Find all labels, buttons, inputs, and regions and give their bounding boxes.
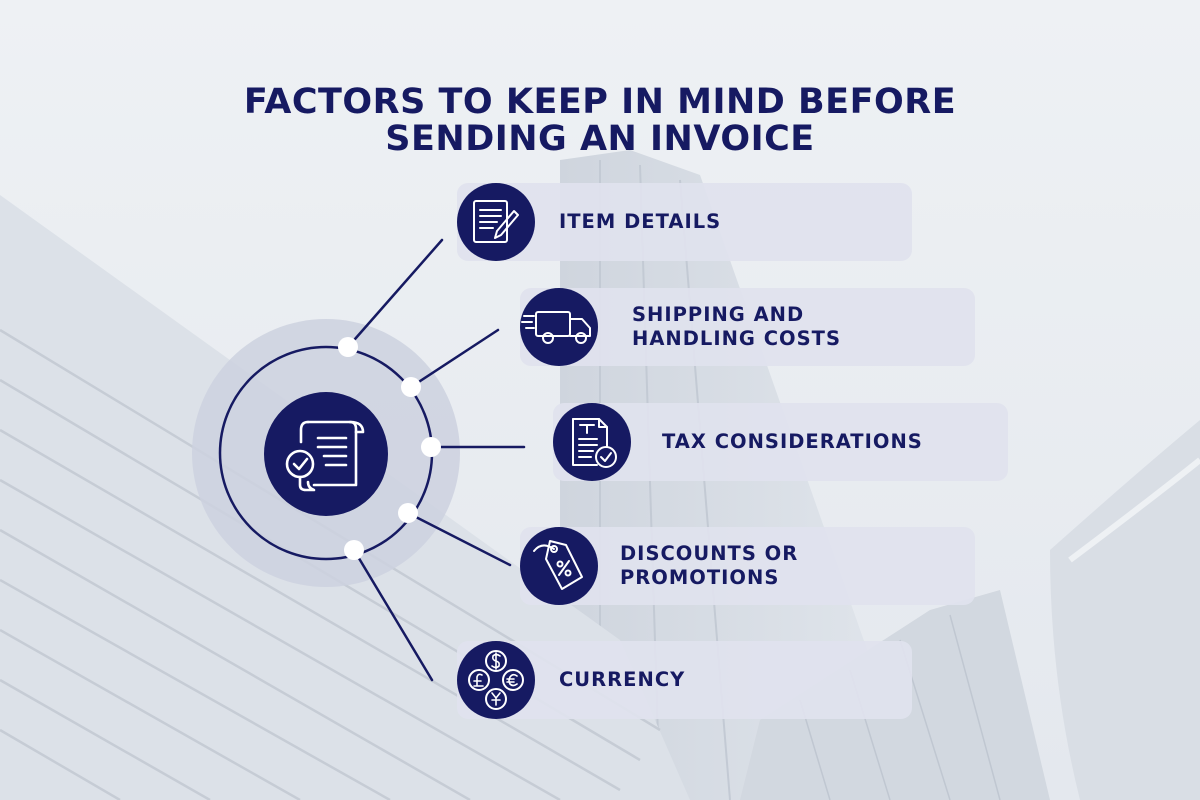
price-tag-icon <box>533 540 583 590</box>
factor-label: TAX CONSIDERATIONS <box>662 403 923 481</box>
factor-label-line: TAX CONSIDERATIONS <box>662 430 923 453</box>
factor-icon-circle <box>520 288 598 366</box>
connector-node-shipping <box>401 377 421 397</box>
delivery-truck-icon <box>521 311 591 344</box>
factor-icon-circle <box>457 183 535 261</box>
connector-node-tax <box>421 437 441 457</box>
factor-currency: CURRENCY <box>457 641 912 719</box>
page-title: FACTORS TO KEEP IN MIND BEFORE SENDING A… <box>0 84 1200 158</box>
factor-label-line: CURRENCY <box>559 668 686 691</box>
factor-label-line: HANDLING COSTS <box>632 327 841 350</box>
title-line-1: FACTORS TO KEEP IN MIND BEFORE <box>243 82 957 122</box>
factor-label: CURRENCY <box>559 641 685 719</box>
factor-label-line: DISCOUNTS OR <box>620 542 799 565</box>
factor-label: SHIPPING AND HANDLING COSTS <box>632 288 841 366</box>
document-pencil-icon <box>473 200 519 243</box>
connector-node-discounts <box>398 503 418 523</box>
factor-discounts-promotions: DISCOUNTS OR PROMOTIONS <box>520 527 975 605</box>
factor-label: ITEM DETAILS <box>559 183 721 261</box>
factor-label: DISCOUNTS OR PROMOTIONS <box>620 527 798 605</box>
hub-circle <box>264 392 388 516</box>
factor-tax-considerations: TAX CONSIDERATIONS <box>553 403 1008 481</box>
factor-label-line: SHIPPING AND <box>632 303 805 326</box>
factor-shipping-handling: SHIPPING AND HANDLING COSTS <box>520 288 975 366</box>
connector-node-item-details <box>338 337 358 357</box>
factor-label-line: PROMOTIONS <box>620 566 780 589</box>
factor-icon-circle <box>553 403 631 481</box>
factor-icon-circle <box>520 527 598 605</box>
tax-document-check-icon <box>572 418 617 468</box>
currency-coins-icon <box>468 650 524 710</box>
connector-line-item-details <box>346 238 444 349</box>
connector-node-currency <box>344 540 364 560</box>
connector-line-discounts <box>406 511 512 567</box>
factor-icon-circle <box>457 641 535 719</box>
factor-label-line: ITEM DETAILS <box>559 210 722 233</box>
connector-line-currency <box>352 548 434 682</box>
factor-item-details: ITEM DETAILS <box>457 183 912 261</box>
title-line-2: SENDING AN INVOICE <box>385 119 815 159</box>
invoice-scroll-check-icon <box>285 420 365 492</box>
connector-line-shipping <box>409 328 500 389</box>
